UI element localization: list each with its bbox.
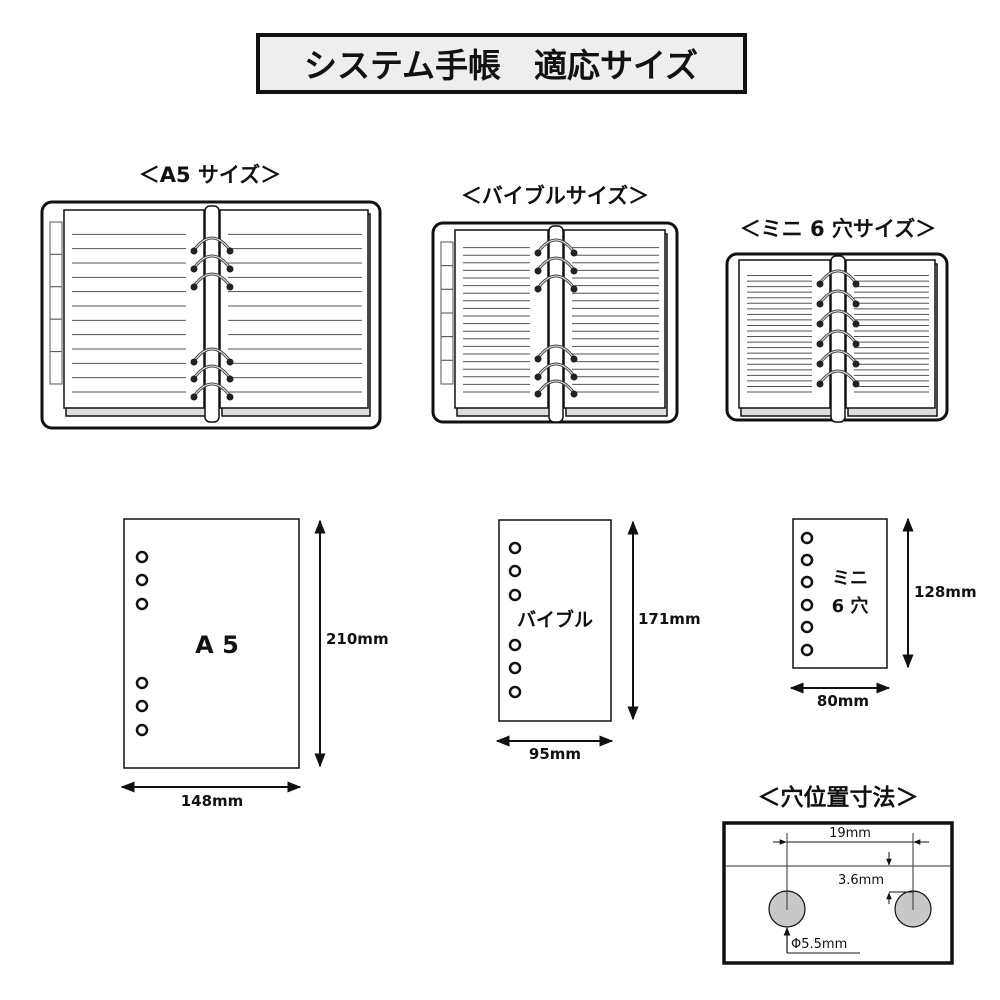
- bible-binder: [431, 221, 679, 424]
- punch-hole: [800, 598, 814, 612]
- index-tab: [440, 265, 454, 290]
- index-tab: [440, 288, 454, 314]
- punch-hole: [135, 676, 149, 690]
- index-tab: [49, 286, 63, 320]
- right-page: [845, 259, 936, 409]
- mini-binder: [725, 252, 949, 423]
- index-tab: [49, 351, 63, 385]
- punch-hole: [800, 575, 814, 589]
- a5-height-label: 210mm: [326, 630, 389, 648]
- punch-hole: [135, 573, 149, 587]
- punch-hole: [508, 588, 522, 602]
- punch-hole: [800, 531, 814, 545]
- punch-hole: [800, 553, 814, 567]
- bible-height-label: 171mm: [638, 610, 701, 628]
- index-tab: [49, 221, 63, 255]
- bible-sheet: バイブル 171mm 95mm: [495, 519, 701, 763]
- index-tab: [440, 312, 454, 338]
- binder-spine: [830, 255, 846, 423]
- bible-binder-label: ＜バイブルサイズ＞: [461, 184, 649, 208]
- a5-width-label: 148mm: [181, 792, 244, 810]
- hole-diameter-label: Φ5.5mm: [791, 937, 847, 952]
- hole-spec-title: ＜穴位置寸法＞: [758, 784, 919, 811]
- mini-sheet: ミニ 6 穴 128mm 80mm: [789, 517, 977, 710]
- left-page: [63, 209, 205, 409]
- punch-hole: [508, 638, 522, 652]
- punch-hole: [135, 699, 149, 713]
- left-page: [454, 229, 549, 409]
- page-title: システム手帳 適応サイズ: [304, 46, 698, 85]
- left-page: [738, 259, 831, 409]
- hole-edge-distance-label: 3.6mm: [838, 873, 884, 888]
- punch-hole: [508, 685, 522, 699]
- punch-hole: [800, 643, 814, 657]
- punch-hole: [508, 564, 522, 578]
- a5-binder: [40, 200, 382, 430]
- punch-hole: [135, 550, 149, 564]
- punch-hole: [135, 597, 149, 611]
- bible-width-label: 95mm: [529, 745, 581, 763]
- mini-width-label: 80mm: [817, 692, 869, 710]
- a5-sheet: A 5 210mm 148mm: [120, 518, 389, 810]
- punch-hole: [508, 541, 522, 555]
- punch-hole: [800, 620, 814, 634]
- index-tab: [49, 318, 63, 353]
- index-tab: [440, 359, 454, 385]
- mini-sheet-name-line1: ミニ: [832, 568, 868, 589]
- mini-height-label: 128mm: [914, 583, 977, 601]
- index-tab: [49, 253, 63, 288]
- binder-spine: [548, 225, 564, 423]
- right-page: [219, 209, 369, 409]
- a5-sheet-name: A 5: [195, 631, 239, 659]
- punch-hole: [135, 723, 149, 737]
- bible-sheet-name: バイブル: [517, 608, 593, 631]
- title-box: システム手帳 適応サイズ: [256, 33, 747, 94]
- index-tab: [440, 241, 454, 267]
- hole-pitch-label: 19mm: [829, 826, 871, 841]
- punch-hole: [508, 661, 522, 675]
- right-page: [563, 229, 666, 409]
- mini-sheet-name-line2: 6 穴: [832, 595, 869, 617]
- mini-binder-label: ＜ミニ 6 穴サイズ＞: [740, 217, 937, 241]
- hole-spec-diagram: ＜穴位置寸法＞ 19mm 3.6mm Φ5.5mm: [722, 784, 954, 965]
- index-tab: [440, 336, 454, 361]
- a5-binder-label: ＜A5 サイズ＞: [139, 163, 282, 187]
